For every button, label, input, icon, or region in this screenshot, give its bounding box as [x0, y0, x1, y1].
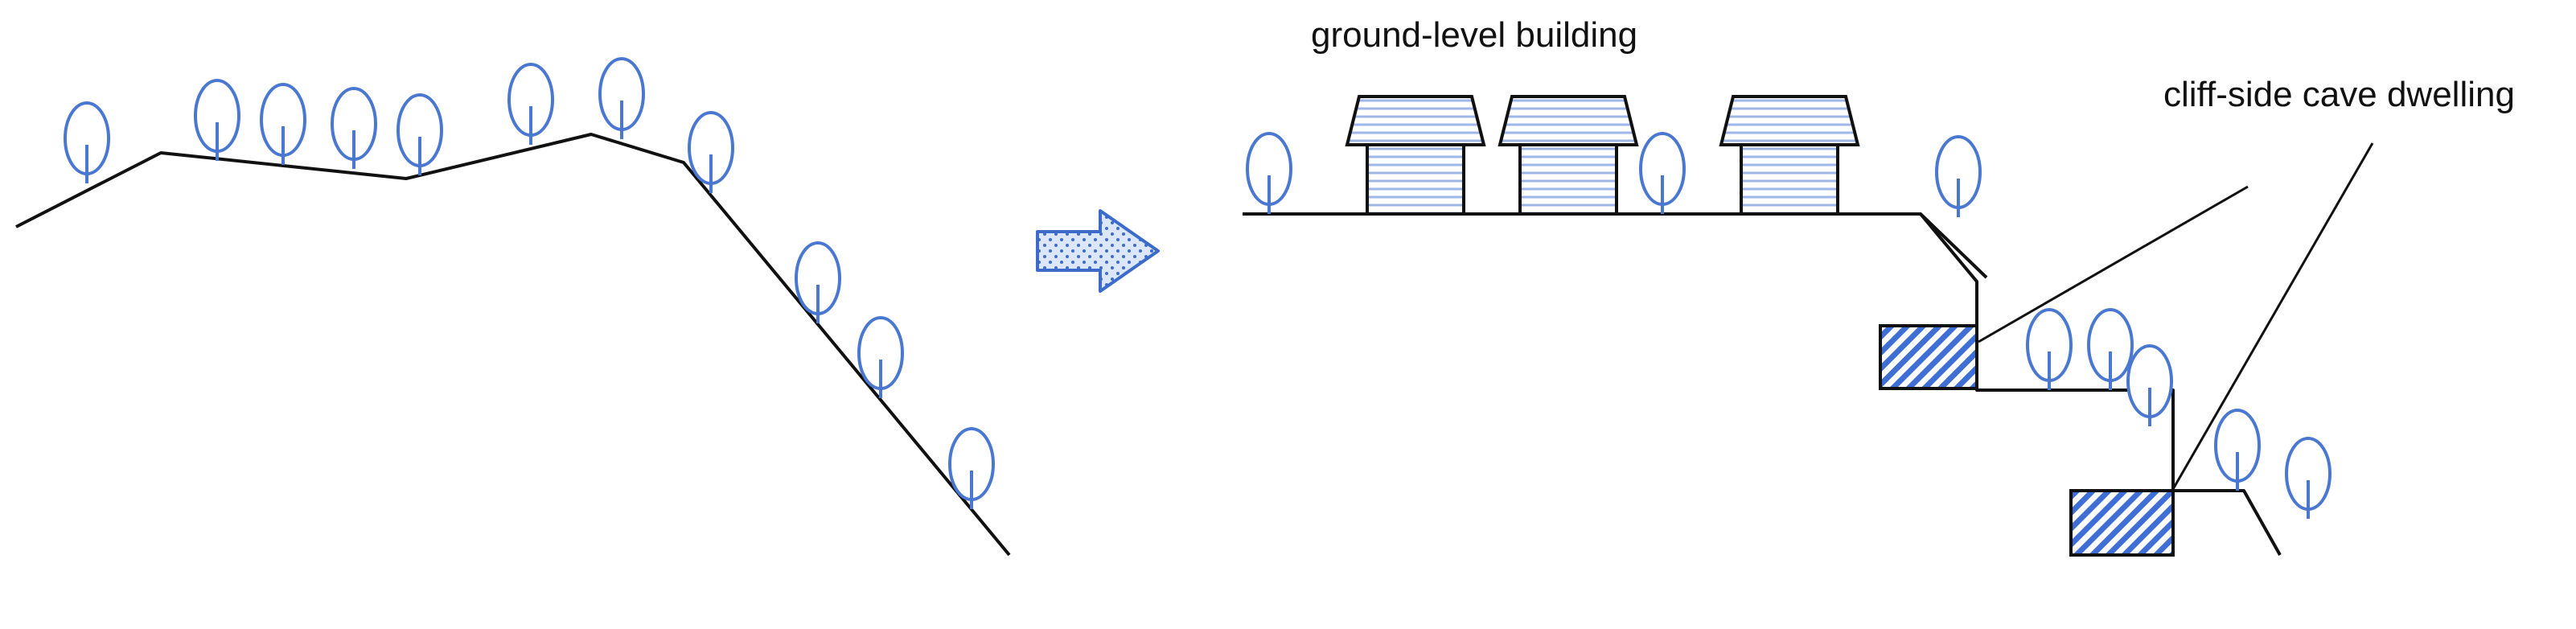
- developed-terrain-section: ground-level building cliff-side cave dw…: [1243, 15, 2515, 557]
- tree-icon: [1246, 132, 1292, 214]
- tree-icon: [396, 93, 443, 175]
- tree-icon: [64, 101, 110, 183]
- tree-icon: [2126, 344, 2173, 426]
- tree-icon: [2285, 437, 2332, 519]
- natural-terrain-section: [15, 57, 1011, 557]
- trees-left: [64, 57, 995, 509]
- cave-dwelling-icon: [2069, 489, 2175, 557]
- tree-icon: [2026, 308, 2073, 390]
- tree-icon: [260, 83, 306, 165]
- tree-icon: [795, 241, 841, 323]
- ground-level-building-label: ground-level building: [1311, 15, 1637, 55]
- cave-leader-line-lower: [2171, 142, 2374, 490]
- building-icon: [1719, 95, 1860, 216]
- cave-leader-line-upper: [1978, 185, 2249, 343]
- tree-icon: [688, 111, 734, 193]
- cliff-side-cave-dwelling-label: cliff-side cave dwelling: [2163, 75, 2515, 114]
- tree-icon: [857, 316, 904, 398]
- tree-icon: [1935, 135, 1982, 217]
- tree-icon: [507, 63, 554, 145]
- tree-icon: [598, 57, 645, 139]
- slope-edge-line: [1919, 212, 1988, 279]
- tree-icon: [2087, 308, 2134, 390]
- building-icon: [1345, 95, 1486, 216]
- building-icon: [1498, 95, 1639, 216]
- tree-icon: [194, 79, 240, 161]
- cave-dwelling-icon: [1879, 324, 1978, 390]
- natural-terrain-line: [15, 133, 1011, 557]
- transform-arrow-icon: [1036, 209, 1160, 293]
- tree-icon: [331, 87, 377, 169]
- tree-icon: [948, 427, 995, 509]
- tree-icon: [2214, 409, 2261, 491]
- trees-right: [1246, 132, 2332, 519]
- tree-icon: [1639, 132, 1686, 214]
